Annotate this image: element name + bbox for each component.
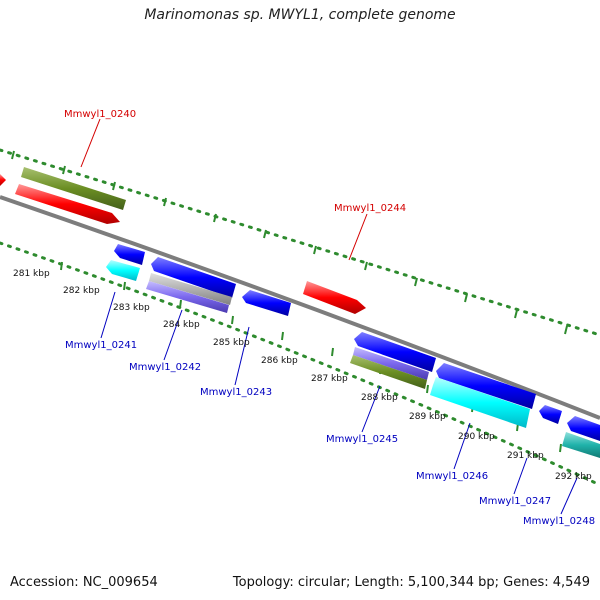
gene-feature-blue-5[interactable] — [567, 416, 600, 441]
gene-feature-blue-1[interactable] — [114, 244, 145, 265]
ruler-label: 292 kbp — [555, 472, 592, 482]
gene-feature-mmwyl1-0240-olive[interactable] — [21, 167, 126, 210]
leader-line-mmwyl1-0242 — [163, 309, 183, 361]
gene-feature-mmwyl1-0245-olive[interactable] — [350, 355, 427, 389]
leader-line-mmwyl1-0241 — [100, 291, 116, 339]
gene-feature-mmwyl1-0247-blue[interactable] — [539, 405, 562, 424]
gene-label-mmwyl1-0244[interactable]: Mmwyl1_0244 — [334, 203, 406, 214]
ruler-label: 285 kbp — [213, 338, 250, 348]
accession-text: Accession: NC_009654 — [10, 575, 158, 590]
gene-feature-mmwyl1-0241-cyan[interactable] — [106, 260, 140, 281]
gene-feature-blue-3[interactable] — [354, 332, 436, 372]
gene-feature-mmwyl1-0244-red[interactable] — [303, 281, 366, 314]
ruler-label: 284 kbp — [163, 320, 200, 330]
leader-line-mmwyl1-0245 — [361, 385, 381, 433]
gene-label-mmwyl1-0246[interactable]: Mmwyl1_0246 — [416, 471, 488, 482]
gene-label-mmwyl1-0248[interactable]: Mmwyl1_0248 — [523, 516, 595, 527]
gene-feature-mmwyl1-0246-cyan[interactable] — [430, 377, 530, 428]
leader-line-mmwyl1-0248 — [560, 477, 578, 515]
genome-backbone — [0, 195, 600, 420]
leader-line-mmwyl1-0246 — [453, 422, 471, 470]
gene-feature-red-left-edge[interactable] — [0, 174, 6, 186]
gene-feature-blue-4[interactable] — [436, 363, 536, 409]
gene-label-mmwyl1-0243[interactable]: Mmwyl1_0243 — [200, 387, 272, 398]
outer-ruler — [0, 148, 600, 337]
gene-feature-mmwyl1-0242-gray[interactable] — [149, 273, 232, 305]
leader-line-mmwyl1-0240 — [80, 118, 101, 168]
ruler-label: 290 kbp — [458, 432, 495, 442]
leader-line-mmwyl1-0243 — [234, 326, 250, 386]
gene-label-mmwyl1-0242[interactable]: Mmwyl1_0242 — [129, 362, 201, 373]
gene-feature-mmwyl1-0245-slate[interactable] — [353, 347, 429, 380]
ruler-label: 291 kbp — [507, 451, 544, 461]
ruler-label: 289 kbp — [409, 412, 446, 422]
ruler-label: 286 kbp — [261, 356, 298, 366]
gene-label-mmwyl1-0245[interactable]: Mmwyl1_0245 — [326, 434, 398, 445]
gene-label-mmwyl1-0247[interactable]: Mmwyl1_0247 — [479, 496, 551, 507]
leader-line-mmwyl1-0244 — [348, 213, 368, 261]
ruler-label: 287 kbp — [311, 374, 348, 384]
gene-feature-mmwyl1-0240-red[interactable] — [15, 184, 120, 224]
ruler-label: 288 kbp — [361, 393, 398, 403]
ruler-label: 283 kbp — [113, 303, 150, 313]
ruler-label: 281 kbp — [13, 269, 50, 279]
gene-label-mmwyl1-0240[interactable]: Mmwyl1_0240 — [64, 109, 136, 120]
gene-feature-mmwyl1-0248-teal[interactable] — [562, 432, 600, 458]
genome-summary-text: Topology: circular; Length: 5,100,344 bp… — [232, 575, 590, 590]
gene-label-mmwyl1-0241[interactable]: Mmwyl1_0241 — [65, 340, 137, 351]
gene-feature-mmwyl1-0243-blue[interactable] — [242, 290, 291, 316]
ruler-label: 282 kbp — [63, 286, 100, 296]
leader-line-mmwyl1-0247 — [513, 457, 528, 495]
gene-feature-blue-2[interactable] — [151, 257, 236, 298]
inner-ruler — [0, 241, 600, 487]
gene-feature-mmwyl1-0242-slate[interactable] — [146, 281, 229, 313]
map-title: Marinomonas sp. MWYL1, complete genome — [144, 7, 456, 23]
